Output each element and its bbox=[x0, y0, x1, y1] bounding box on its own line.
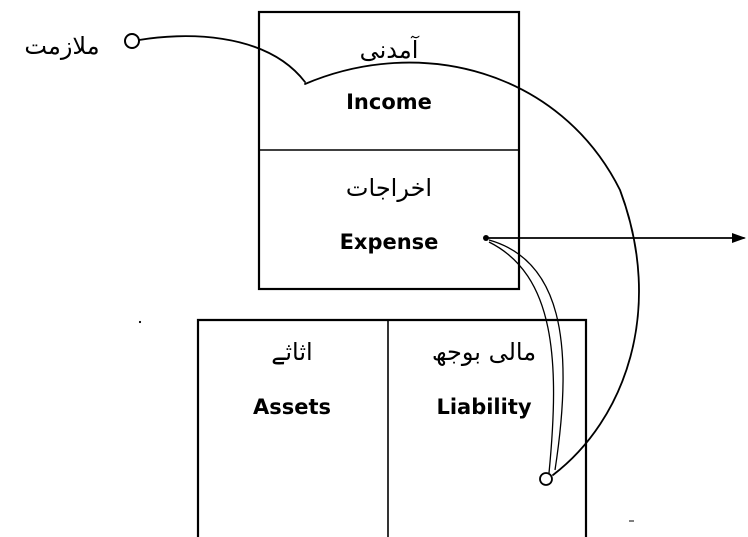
expense-to-liability-curve-2 bbox=[488, 241, 555, 474]
assets-urdu-label: اثاثے bbox=[271, 338, 312, 366]
income-urdu-label: آمدنی bbox=[360, 35, 420, 64]
expense-dot bbox=[483, 235, 489, 241]
job-urdu-label: ملازمت bbox=[24, 32, 99, 60]
expense-urdu-label: اخراجات bbox=[346, 174, 432, 202]
income-to-liability-arc bbox=[304, 61, 640, 476]
income-label: Income bbox=[346, 90, 432, 114]
liability-label: Liability bbox=[436, 395, 531, 419]
stray-mark-dot bbox=[138, 320, 142, 324]
expense-label: Expense bbox=[340, 230, 439, 254]
balance-sheet-box bbox=[196, 318, 588, 537]
expense-to-liability-curve bbox=[488, 239, 564, 471]
liability-urdu-label: مالی بوجھ bbox=[432, 338, 536, 366]
job-to-income-curve bbox=[138, 35, 306, 83]
assets-label: Assets bbox=[253, 395, 331, 419]
liability-node bbox=[539, 472, 553, 486]
job-source-node bbox=[124, 33, 140, 49]
